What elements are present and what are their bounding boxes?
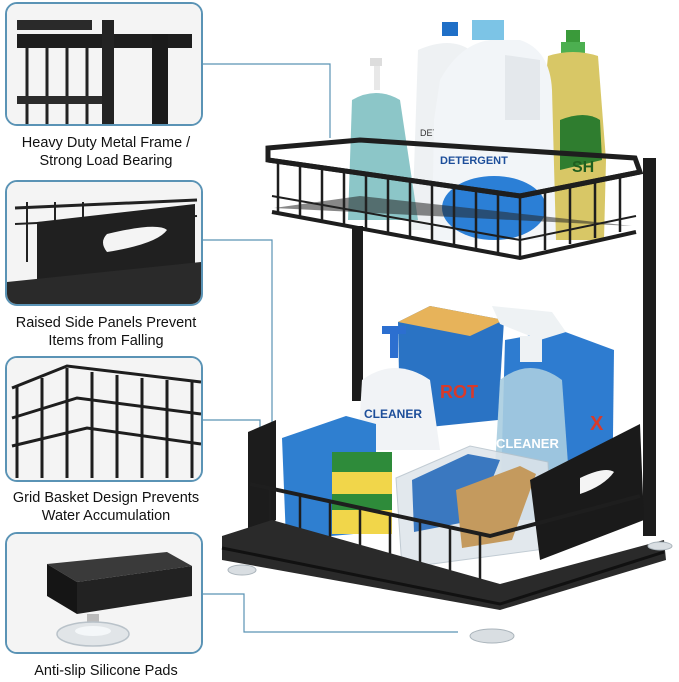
cleaner-bottle: CLEANER (358, 326, 440, 450)
silicone-feet (227, 541, 673, 644)
box-right-label: X (590, 413, 604, 435)
cleaner-bottle-label: CLEANER (364, 407, 422, 421)
feature-caption-grid-basket: Grid Basket Design Prevents Water Accumu… (0, 489, 212, 525)
small-bottle-label: DET (420, 128, 439, 138)
feature-caption-line: Heavy Duty Metal Frame / (21, 135, 191, 151)
box-label: ROT (440, 382, 478, 402)
leader-lines (203, 63, 458, 633)
lower-drawer (221, 420, 666, 610)
pump-soap-bottle (348, 58, 418, 220)
metal-frame-closeup-image (7, 4, 201, 124)
small-detergent-bottle: DET (412, 22, 478, 230)
feature-caption-line: Raised Side Panels Prevent (15, 315, 197, 331)
feature-caption-frame: Heavy Duty Metal Frame / Strong Load Bea… (0, 134, 212, 170)
detergent-label: DETERGENT (440, 155, 508, 167)
dish-soap-label: SH (572, 159, 594, 176)
spray-bottle: CLEANER (492, 306, 572, 520)
blue-box: ROT (398, 306, 504, 430)
upper-basket (265, 137, 644, 261)
frame-posts (352, 158, 656, 536)
feature-panel-frame (5, 2, 203, 126)
sponges (332, 452, 392, 534)
feature-caption-line: Water Accumulation (41, 508, 171, 524)
feature-panel-silicone-pads (5, 532, 203, 654)
silicone-pad-closeup-image (7, 534, 201, 652)
feature-caption-side-panels: Raised Side Panels Prevent Items from Fa… (0, 314, 212, 350)
detergent-jug: DETERGENT (432, 20, 556, 240)
feature-caption-line: Strong Load Bearing (39, 153, 173, 169)
box-right: X (500, 330, 614, 520)
sponge-box (282, 416, 376, 540)
feature-caption-line: Items from Falling (48, 333, 164, 349)
side-panel-closeup-image (7, 182, 201, 304)
feature-caption-silicone-pads: Anti-slip Silicone Pads (0, 662, 212, 680)
feature-caption-line: Grid Basket Design Prevents (12, 490, 200, 506)
feature-panel-side-panels (5, 180, 203, 306)
dish-soap-bottle: SH (538, 30, 606, 240)
feature-caption-line: Anti-slip Silicone Pads (34, 663, 178, 679)
cloth-bin (395, 445, 553, 569)
grid-basket-closeup-image (7, 358, 201, 480)
feature-panel-grid-basket (5, 356, 203, 482)
spray-bottle-label: CLEANER (496, 436, 559, 451)
